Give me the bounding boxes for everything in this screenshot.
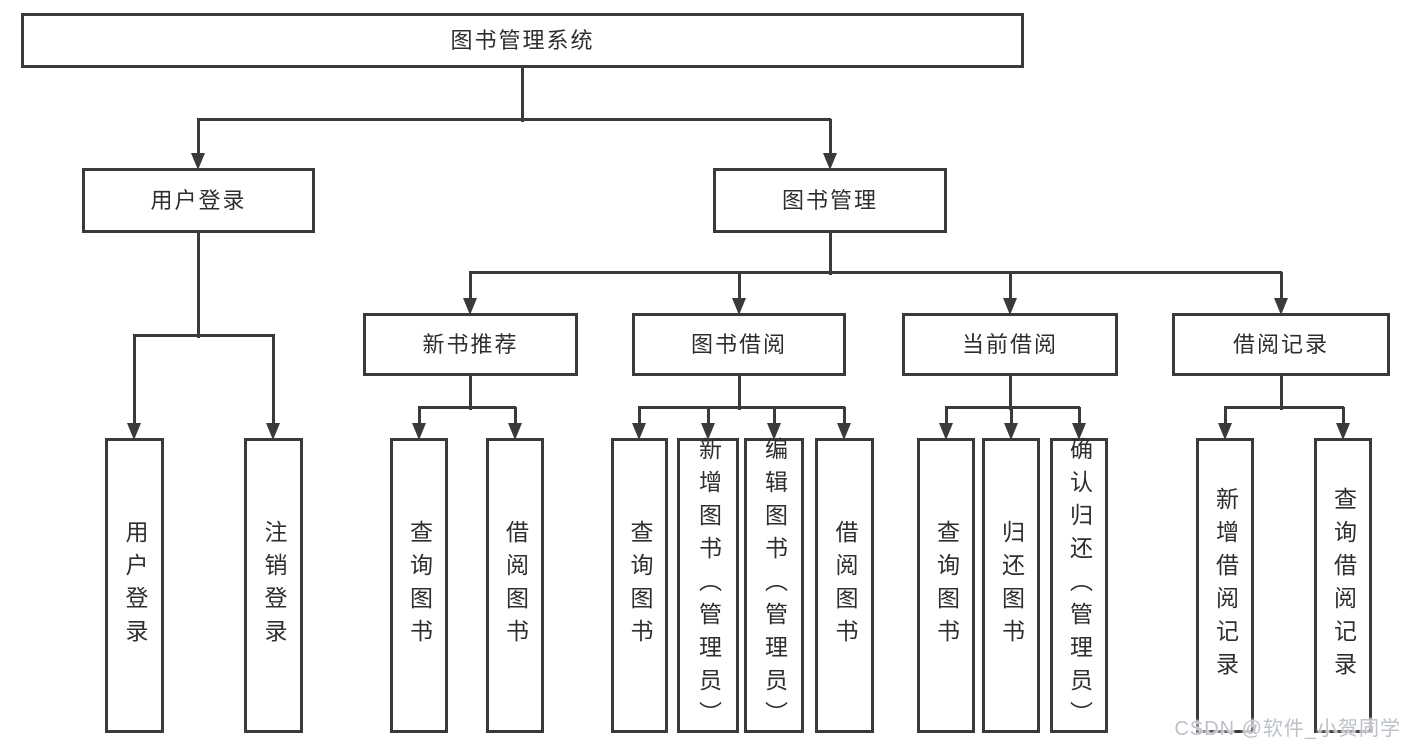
connector-stem-line xyxy=(829,231,832,275)
leaf-add-book-admin-label: 新增图书（管理员） xyxy=(695,437,722,734)
connector-arrow-line xyxy=(1280,272,1283,301)
leaf-edit-book-admin-label: 编辑图书（管理员） xyxy=(761,437,788,734)
connector-stem-line xyxy=(1280,374,1283,410)
connector-stem-line xyxy=(197,231,200,338)
arrowhead-down-icon xyxy=(463,298,477,315)
connector-arrow-line xyxy=(1010,407,1013,426)
leaf-logout-label: 注销登录 xyxy=(261,519,287,652)
connector-arrow-line xyxy=(1224,407,1227,426)
connector-arrow-line xyxy=(197,119,200,156)
connector-stem-line xyxy=(469,374,472,410)
leaf-confirm-return-admin-box: 确认归还（管理员） xyxy=(1050,437,1108,734)
leaf-logout-box: 注销登录 xyxy=(244,438,303,733)
arrowhead-down-icon xyxy=(412,423,426,440)
connector-arrow-line xyxy=(272,335,275,426)
leaf-borrow-book-2-label: 借阅图书 xyxy=(832,519,858,652)
connector-arrow-line xyxy=(829,119,832,156)
node-book-management-label: 图书管理 xyxy=(781,187,878,213)
arrowhead-down-icon xyxy=(767,423,781,440)
connector-rail-line xyxy=(638,406,845,409)
leaf-query-book-3-box: 查询图书 xyxy=(917,438,975,733)
connector-stem-line xyxy=(1009,374,1012,410)
arrowhead-down-icon xyxy=(701,423,715,440)
leaf-user-login-box: 用户登录 xyxy=(105,438,164,733)
node-book-borrow-box: 图书借阅 xyxy=(632,313,846,376)
leaf-query-book-1-label: 查询图书 xyxy=(406,519,433,652)
arrowhead-down-icon xyxy=(1072,423,1086,440)
arrowhead-down-icon xyxy=(732,298,746,315)
connector-rail-line xyxy=(197,118,831,121)
node-book-management-box: 图书管理 xyxy=(713,168,947,233)
connector-arrow-line xyxy=(773,407,776,426)
arrowhead-down-icon xyxy=(632,423,646,440)
connector-arrow-line xyxy=(638,407,641,426)
connector-rail-line xyxy=(1224,406,1344,409)
connector-arrow-line xyxy=(418,407,421,426)
connector-arrow-line xyxy=(1078,407,1081,426)
connector-arrow-line xyxy=(514,407,517,426)
arrowhead-down-icon xyxy=(127,423,141,440)
connector-stem-line xyxy=(738,374,741,410)
node-root-label: 图书管理系统 xyxy=(450,27,595,53)
arrowhead-down-icon xyxy=(1218,423,1232,440)
leaf-confirm-return-admin-label: 确认归还（管理员） xyxy=(1066,437,1093,734)
arrowhead-down-icon xyxy=(1004,423,1018,440)
connector-arrow-line xyxy=(1009,272,1012,301)
leaf-query-book-2-box: 查询图书 xyxy=(611,438,668,733)
leaf-add-borrow-record-label: 新增借阅记录 xyxy=(1212,486,1239,685)
node-borrow-record-label: 借阅记录 xyxy=(1232,331,1329,357)
node-current-borrow-label: 当前借阅 xyxy=(961,331,1058,357)
leaf-borrow-book-1-box: 借阅图书 xyxy=(486,438,544,733)
arrowhead-down-icon xyxy=(823,153,837,170)
connector-arrow-line xyxy=(738,272,741,301)
arrowhead-down-icon xyxy=(939,423,953,440)
csdn-watermark: CSDN @软件_小贺同学 xyxy=(1174,718,1401,740)
leaf-query-borrow-record-label: 查询借阅记录 xyxy=(1330,486,1357,685)
node-new-book-recommend-box: 新书推荐 xyxy=(363,313,578,376)
leaf-add-borrow-record-box: 新增借阅记录 xyxy=(1196,438,1254,733)
connector-arrow-line xyxy=(843,407,846,426)
connector-rail-line xyxy=(133,334,275,337)
connector-arrow-line xyxy=(1342,407,1345,426)
arrowhead-down-icon xyxy=(1336,423,1350,440)
node-current-borrow-box: 当前借阅 xyxy=(902,313,1118,376)
leaf-return-book-box: 归还图书 xyxy=(982,438,1040,733)
node-borrow-record-box: 借阅记录 xyxy=(1172,313,1390,376)
leaf-query-book-3-label: 查询图书 xyxy=(933,519,960,652)
leaf-query-book-2-label: 查询图书 xyxy=(627,519,653,652)
connector-rail-line xyxy=(469,271,1282,274)
leaf-user-login-label: 用户登录 xyxy=(122,519,148,652)
node-user-login-label: 用户登录 xyxy=(150,187,247,213)
arrowhead-down-icon xyxy=(191,153,205,170)
leaf-edit-book-admin-box: 编辑图书（管理员） xyxy=(744,437,804,734)
connector-rail-line xyxy=(418,406,516,409)
connector-arrow-line xyxy=(707,407,710,426)
connector-arrow-line xyxy=(469,272,472,301)
leaf-add-book-admin-box: 新增图书（管理员） xyxy=(677,437,739,734)
arrowhead-down-icon xyxy=(508,423,522,440)
arrowhead-down-icon xyxy=(837,423,851,440)
node-root-box: 图书管理系统 xyxy=(21,13,1024,68)
connector-stem-line xyxy=(521,66,524,122)
arrowhead-down-icon xyxy=(266,423,280,440)
connector-arrow-line xyxy=(133,335,136,426)
node-book-borrow-label: 图书借阅 xyxy=(690,331,787,357)
leaf-borrow-book-1-label: 借阅图书 xyxy=(502,519,529,652)
arrowhead-down-icon xyxy=(1274,298,1288,315)
leaf-query-borrow-record-box: 查询借阅记录 xyxy=(1314,438,1372,733)
node-new-book-recommend-label: 新书推荐 xyxy=(422,331,519,357)
leaf-return-book-label: 归还图书 xyxy=(998,519,1025,652)
node-user-login-box: 用户登录 xyxy=(82,168,315,233)
leaf-query-book-1-box: 查询图书 xyxy=(390,438,448,733)
arrowhead-down-icon xyxy=(1003,298,1017,315)
leaf-borrow-book-2-box: 借阅图书 xyxy=(815,438,874,733)
connector-arrow-line xyxy=(945,407,948,426)
